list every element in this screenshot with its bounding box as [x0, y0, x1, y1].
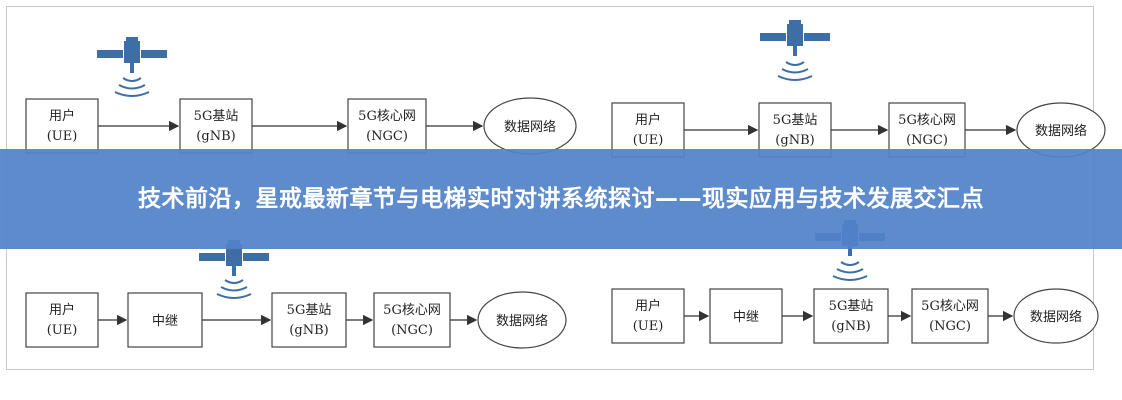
diagram-top-left: 用户 (UE) 5G基站 (gNB) 5G核心网 (NGC) 数据网络 — [25, 37, 577, 155]
banner-title: 技术前沿，星戒最新章节与电梯实时对讲系统探讨——现实应用与技术发展交汇点 — [138, 186, 984, 212]
node-ngc: 5G核心网 (NGC) — [888, 102, 966, 158]
node-data-network-label: 数据网络 — [504, 119, 556, 135]
node-gnb: 5G基站 (gNB) — [758, 102, 832, 158]
node-ue-sublabel: (UE) — [633, 133, 664, 148]
node-ngc-sublabel: (NGC) — [391, 323, 433, 338]
node-relay-label: 中继 — [733, 310, 759, 325]
node-ngc: 5G核心网 (NGC) — [911, 288, 989, 344]
signal-wave-icon — [216, 279, 252, 299]
node-data-network: 数据网络 — [1013, 288, 1099, 344]
satellite-icon — [97, 37, 167, 73]
node-gnb: 5G基站 (gNB) — [179, 98, 253, 154]
node-relay-label: 中继 — [152, 314, 178, 329]
node-ue-sublabel: (UE) — [47, 129, 78, 144]
node-relay: 中继 — [127, 292, 203, 348]
node-ngc-label: 5G核心网 — [358, 109, 416, 124]
node-ngc-sublabel: (NGC) — [906, 133, 948, 148]
node-gnb-sublabel: (gNB) — [831, 319, 870, 334]
node-ngc-sublabel: (NGC) — [929, 319, 971, 334]
node-gnb-sublabel: (gNB) — [289, 323, 328, 338]
node-gnb-label: 5G基站 — [773, 113, 818, 128]
node-ue: 用户 (UE) — [611, 288, 685, 344]
signal-wave-icon — [832, 261, 868, 281]
node-data-network: 数据网络 — [1016, 102, 1106, 158]
satellite-icon — [760, 20, 830, 56]
signal-wave-icon — [777, 61, 813, 81]
node-gnb-label: 5G基站 — [287, 303, 332, 318]
diagram-top-right: 用户 (UE) 5G基站 (gNB) 5G核心网 (NGC) 数据网络 — [611, 20, 1106, 158]
node-ue-label: 用户 — [635, 298, 661, 314]
node-ue-sublabel: (UE) — [47, 323, 78, 338]
node-ngc-sublabel: (NGC) — [366, 129, 408, 144]
node-ue: 用户 (UE) — [25, 98, 99, 154]
node-ngc-label: 5G核心网 — [921, 299, 979, 314]
node-ngc-label: 5G核心网 — [383, 303, 441, 318]
node-data-network: 数据网络 — [483, 97, 577, 155]
node-gnb-sublabel: (gNB) — [775, 133, 814, 148]
node-ngc: 5G核心网 (NGC) — [347, 98, 427, 154]
node-data-network-label: 数据网络 — [1035, 123, 1087, 139]
node-gnb: 5G基站 (gNB) — [271, 292, 347, 348]
node-ue-label: 用户 — [635, 112, 661, 128]
node-ue-label: 用户 — [49, 108, 75, 124]
node-data-network-label: 数据网络 — [496, 313, 548, 329]
node-ue-sublabel: (UE) — [633, 319, 664, 334]
node-data-network-label: 数据网络 — [1030, 309, 1082, 325]
node-ngc-label: 5G核心网 — [898, 113, 956, 128]
node-gnb-sublabel: (gNB) — [196, 129, 235, 144]
node-relay: 中继 — [709, 288, 783, 344]
node-gnb: 5G基站 (gNB) — [813, 288, 889, 344]
node-ue: 用户 (UE) — [25, 292, 99, 348]
node-gnb-label: 5G基站 — [194, 109, 239, 124]
signal-wave-icon — [114, 77, 150, 97]
diagram-bottom-left: 用户 (UE) 中继 5G基站 (gNB) 5G核心网 (NGC) 数据网络 — [25, 240, 567, 349]
node-ue-label: 用户 — [49, 302, 75, 318]
node-ngc: 5G核心网 (NGC) — [373, 292, 451, 348]
node-gnb-label: 5G基站 — [829, 299, 874, 314]
node-data-network: 数据网络 — [477, 291, 567, 349]
node-ue: 用户 (UE) — [611, 102, 685, 158]
diagram-bottom-right: 用户 (UE) 中继 5G基站 (gNB) 5G核心网 (NGC) 数据网络 — [611, 220, 1099, 344]
title-banner: 技术前沿，星戒最新章节与电梯实时对讲系统探讨——现实应用与技术发展交汇点 — [0, 149, 1122, 249]
